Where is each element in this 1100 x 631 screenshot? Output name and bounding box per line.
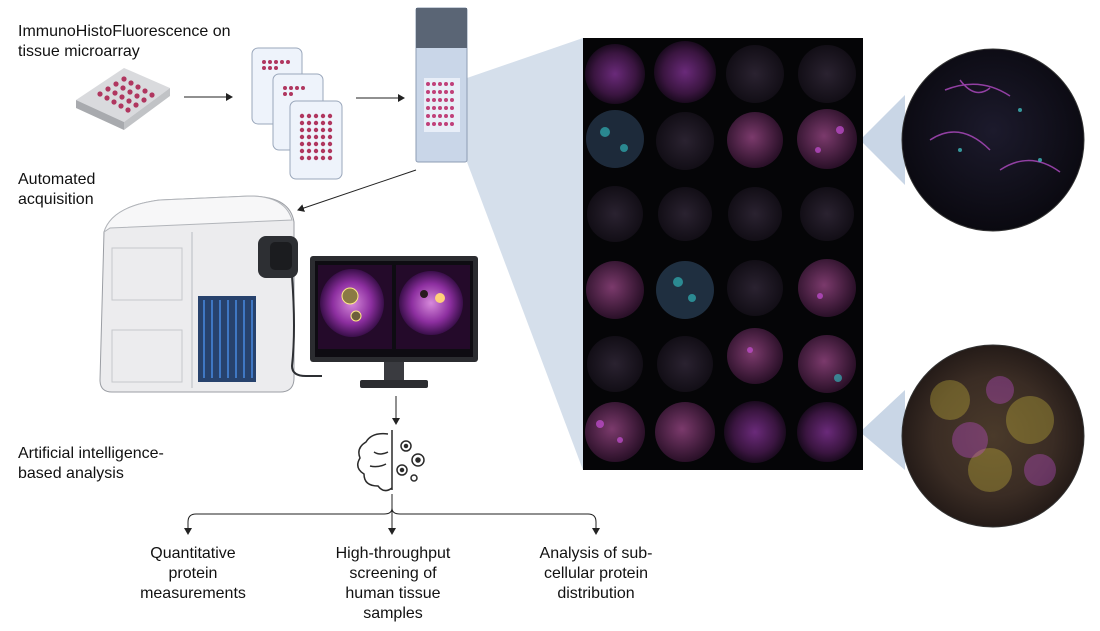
glass-slide-icon [415,7,468,163]
ai-step-label: Artificial intelligence- based analysis [18,445,164,482]
outcome-subcellular: Analysis of sub- cellular protein distri… [539,545,653,602]
outcome-quantitative: Quantitative protein measurements [140,545,246,602]
tma-panel [583,38,863,470]
scanner-icon [99,195,322,393]
outcome-high-throughput: High-throughput screening of human tissu… [335,545,451,622]
zoom-wedge-top [860,95,905,185]
monitor-icon [310,256,478,388]
zoom-core-top [901,48,1085,232]
branch-arrows [184,494,600,535]
acquisition-step-label: Automated acquisition [18,171,96,208]
zoom-core-bottom [901,344,1085,528]
zoom-wedge-bottom [860,390,905,470]
arrow-slide-to-scanner [297,169,417,212]
zoom-wedge-slide [467,38,583,470]
brain-gears-icon [357,430,425,492]
tma-cores [585,41,857,463]
microarray-block-icon [76,68,170,130]
ihf-step-label: ImmunoHistoFluorescence on tissue microa… [18,23,231,60]
slide-stack-icon [251,47,343,180]
